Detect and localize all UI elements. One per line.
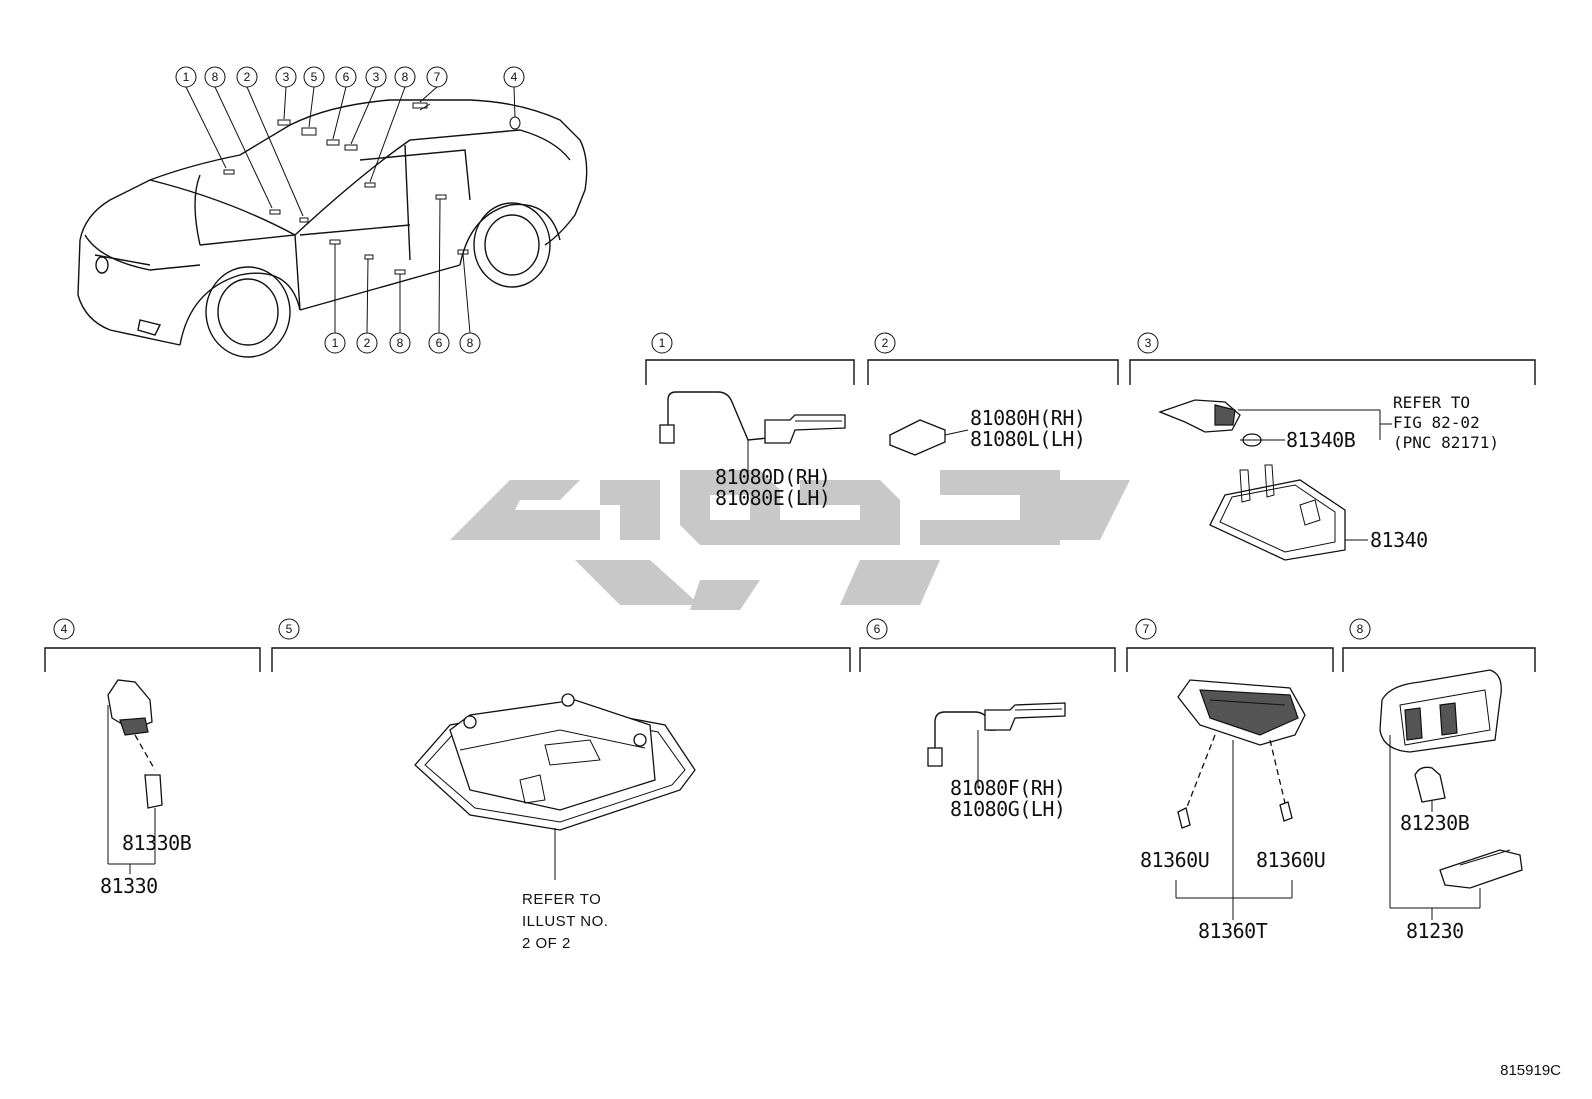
callout-top-8: 8 — [369, 66, 416, 183]
vehicle-callouts-top: 1 8 2 3 5 6 3 8 7 4 — [175, 66, 525, 217]
svg-text:4: 4 — [61, 622, 68, 636]
svg-text:8: 8 — [397, 336, 404, 350]
callout-top-5: 5 — [303, 66, 325, 128]
part-81340: 81340 — [1370, 528, 1428, 552]
part-81360T: 81360T — [1198, 919, 1268, 943]
refer-illust-line2: ILLUST NO. — [522, 913, 608, 930]
callout-bottom-2: 2 — [356, 258, 378, 354]
section-1: 1 81080D(RH) 81080E(LH) — [645, 332, 855, 510]
callout-bottom-5: 8 — [459, 253, 481, 354]
part-81080D: 81080D(RH) — [715, 465, 830, 489]
section-5: 5 REFER TO ILLUST NO. 2 OF 2 — [271, 618, 851, 952]
callout-top-3: 2 — [236, 66, 304, 217]
refer-illust-line3: 2 OF 2 — [522, 935, 571, 952]
svg-text:3: 3 — [283, 70, 290, 84]
svg-text:2: 2 — [364, 336, 371, 350]
part-81330B: 81330B — [122, 831, 192, 855]
svg-text:3: 3 — [1145, 336, 1152, 350]
part-81080H: 81080H(RH) — [970, 406, 1085, 430]
part-81080L: 81080L(LH) — [970, 427, 1085, 451]
part-81230: 81230 — [1406, 919, 1464, 943]
refer-illust-line1: REFER TO — [522, 891, 601, 908]
section-3: 3 81340B REFER TO FIG 82-02 (PNC 82171) … — [1129, 332, 1536, 561]
callout-top-1: 1 — [175, 66, 227, 169]
svg-text:8: 8 — [212, 70, 219, 84]
part-81080E: 81080E(LH) — [715, 486, 830, 510]
section-2: 2 81080H(RH) 81080L(LH) — [867, 332, 1119, 456]
svg-text:2: 2 — [882, 336, 889, 350]
svg-text:6: 6 — [436, 336, 443, 350]
part-81360U-right: 81360U — [1256, 848, 1325, 872]
svg-text:4: 4 — [511, 70, 518, 84]
callout-top-10: 4 — [503, 66, 525, 118]
svg-text:8: 8 — [467, 336, 474, 350]
svg-text:7: 7 — [434, 70, 441, 84]
watermark-logo — [450, 470, 1130, 610]
svg-text:7: 7 — [1143, 622, 1150, 636]
svg-text:3: 3 — [373, 70, 380, 84]
callout-top-2: 8 — [204, 66, 273, 209]
refer-fig-line3: (PNC 82171) — [1393, 433, 1499, 452]
svg-text:6: 6 — [343, 70, 350, 84]
section-8: 8 81230B 81230 — [1342, 618, 1536, 943]
part-81330: 81330 — [100, 874, 158, 898]
callout-top-9: 7 — [419, 66, 448, 103]
svg-text:5: 5 — [286, 622, 293, 636]
callout-bottom-1: 1 — [324, 244, 346, 354]
section-7: 7 81360U 81360U 81360T — [1126, 618, 1334, 943]
refer-fig-line1: REFER TO — [1393, 393, 1470, 412]
callout-bottom-3: 8 — [389, 274, 411, 354]
callout-bottom-4: 6 — [428, 198, 450, 354]
part-81080F: 81080F(RH) — [950, 776, 1065, 800]
section-4: 4 81330B 81330 — [44, 618, 261, 898]
vehicle-illustration — [77, 99, 588, 358]
refer-fig-line2: FIG 82-02 — [1393, 413, 1480, 432]
part-81230B: 81230B — [1400, 811, 1470, 835]
part-81360U-left: 81360U — [1140, 848, 1209, 872]
part-81080G: 81080G(LH) — [950, 797, 1065, 821]
callout-top-7: 3 — [350, 66, 387, 145]
svg-text:2: 2 — [244, 70, 251, 84]
svg-text:8: 8 — [1357, 622, 1364, 636]
svg-text:5: 5 — [311, 70, 318, 84]
section-6: 6 81080F(RH) 81080G(LH) — [859, 618, 1116, 821]
svg-text:1: 1 — [332, 336, 339, 350]
svg-text:6: 6 — [874, 622, 881, 636]
svg-text:1: 1 — [659, 336, 666, 350]
figure-id: 815919C — [1500, 1062, 1561, 1079]
part-81340B: 81340B — [1286, 428, 1356, 452]
callout-top-6: 6 — [332, 66, 357, 140]
vehicle-callouts-bottom: 1 2 8 6 8 — [324, 198, 481, 354]
svg-text:1: 1 — [183, 70, 190, 84]
svg-text:8: 8 — [402, 70, 409, 84]
callout-top-4: 3 — [275, 66, 297, 120]
